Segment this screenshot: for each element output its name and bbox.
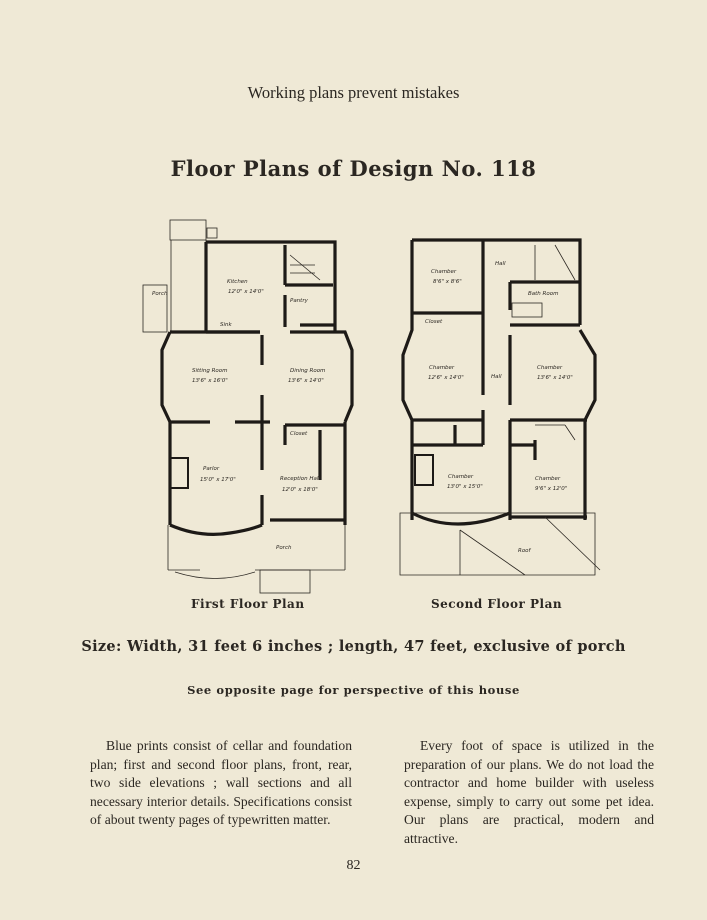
room-size: 13'6" x 16'0" <box>192 378 228 384</box>
room-name: Chamber <box>537 365 563 371</box>
closet-label: Closet <box>425 319 443 325</box>
second-floor-caption: Second Floor Plan <box>431 597 563 611</box>
room-name: Kitchen <box>227 279 248 285</box>
first-floor-caption: First Floor Plan <box>191 597 305 611</box>
room-name: Chamber <box>429 365 455 371</box>
room-size: 12'0" x 14'0" <box>228 289 264 295</box>
sink-label: Sink <box>220 322 233 328</box>
hall-label: Hall <box>495 261 506 267</box>
front-porch-label: Porch <box>276 545 292 551</box>
room-size: 15'0" x 17'0" <box>200 477 236 483</box>
roof-label: Roof <box>518 548 532 554</box>
second-floor-plan: Hall Chamber 8'6" x 8'6" Bath Room Close… <box>399 238 601 576</box>
plan-walls <box>142 219 354 594</box>
room-size: 13'0" x 15'0" <box>447 484 483 490</box>
pantry-label: Pantry <box>290 298 309 304</box>
room-size: 12'0" x 18'0" <box>282 487 318 493</box>
room-size: 9'6" x 12'0" <box>535 486 567 492</box>
first-floor-plan: Porch Kitchen 12'0" x 14'0" Pantry Sink … <box>142 219 354 594</box>
paragraph-right: Every foot of space is utilized in the p… <box>404 738 654 846</box>
room-size: 12'6" x 14'0" <box>428 375 464 381</box>
room-size: 13'6" x 14'0" <box>537 375 573 381</box>
closet-label: Closet <box>290 431 308 437</box>
room-name: Sitting Room <box>192 368 228 374</box>
rear-porch-label: Porch <box>152 291 168 297</box>
running-head: Working plans prevent mistakes <box>247 83 460 102</box>
room-size: 13'6" x 14'0" <box>288 378 324 384</box>
page-title: Floor Plans of Design No. 118 <box>170 156 537 181</box>
hall-label: Hall <box>491 374 502 380</box>
room-name: Chamber <box>448 474 474 480</box>
room-name: Dining Room <box>290 368 325 374</box>
room-name: Chamber <box>535 476 561 482</box>
plan-walls <box>399 238 601 576</box>
bath-label: Bath Room <box>528 291 558 297</box>
page-number: 82 <box>346 858 361 873</box>
see-opposite-note: See opposite page for perspective of thi… <box>187 683 520 697</box>
room-name: Chamber <box>431 269 457 275</box>
room-size: 8'6" x 8'6" <box>433 279 462 285</box>
room-name: Reception Hall <box>280 476 320 482</box>
room-name: Parlor <box>203 466 220 472</box>
size-line: Size: Width, 31 feet 6 inches ; length, … <box>81 638 626 655</box>
paragraph-left: Blue prints consist of cellar and founda… <box>90 738 352 828</box>
